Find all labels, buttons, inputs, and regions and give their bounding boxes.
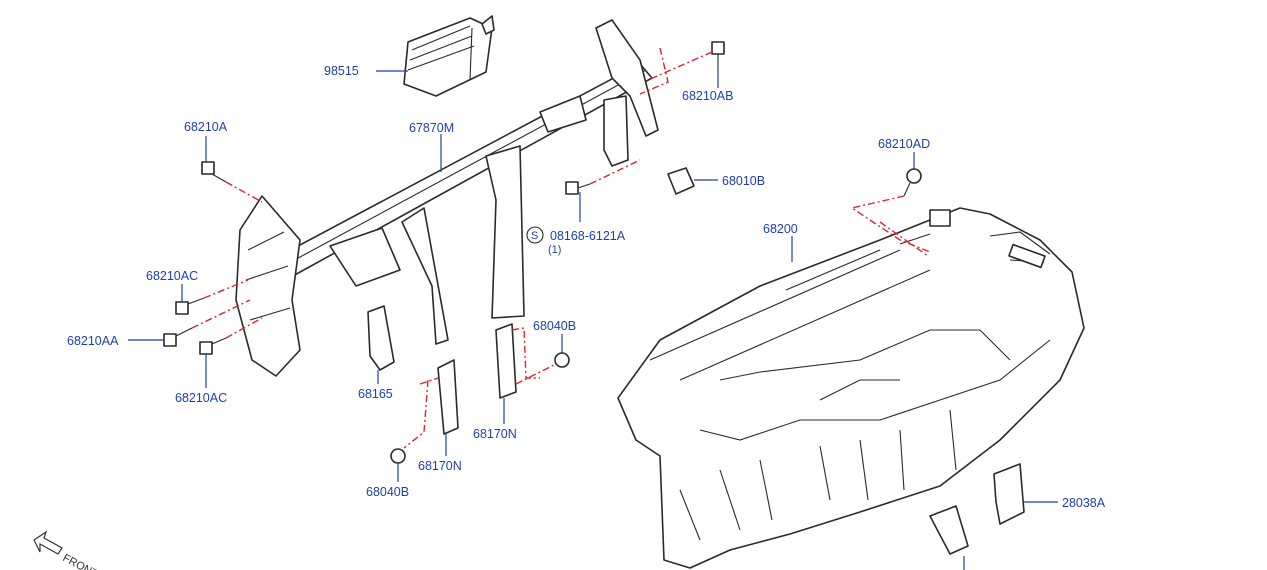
- label-68010B: 68010B: [722, 174, 765, 188]
- label-68170N-left: 68170N: [418, 459, 462, 473]
- dash-68210AC-bottom: [225, 317, 263, 339]
- label-98515: 98515: [324, 64, 359, 78]
- bracket-28038A: [929, 463, 1025, 555]
- front-arrow-icon: [33, 530, 63, 555]
- label-08168-qty: (1): [548, 244, 561, 256]
- standard-part-symbol: [526, 226, 544, 244]
- bracket-68165: [367, 305, 395, 371]
- label-68210AC-bottom: 68210AC: [175, 391, 227, 405]
- label-68210A: 68210A: [184, 120, 228, 134]
- steering-member: [235, 19, 659, 377]
- dash-68210AB: [639, 47, 713, 95]
- nut-68040B-right: [554, 352, 570, 368]
- label-68040B-right: 68040B: [533, 319, 576, 333]
- label-68210AC-top: 68210AC: [146, 269, 198, 283]
- bolt-68210AB: [711, 41, 725, 70]
- dash-08168: [589, 159, 641, 185]
- bolt-68210A: [201, 161, 227, 183]
- nut-68040B-left: [390, 448, 406, 464]
- airbag-module: [403, 15, 495, 97]
- dash-68210AA: [191, 299, 251, 329]
- label-68210AA: 68210AA: [67, 334, 119, 348]
- dash-68210AD: [850, 195, 931, 257]
- bolt-68210AC-bottom: [199, 337, 227, 355]
- dash-68170N-right: [511, 327, 557, 385]
- label-28038A: 28038A: [1062, 496, 1106, 510]
- bolt-68210AA: [163, 327, 193, 347]
- clip-68010B: [667, 167, 695, 195]
- label-68210AD: 68210AD: [878, 137, 930, 151]
- dash-68170N-left: [403, 377, 439, 449]
- dash-68210A: [225, 181, 263, 203]
- bolt-68210AD: [903, 168, 922, 197]
- label-68210AB: 68210AB: [682, 89, 733, 103]
- label-68165: 68165: [358, 387, 393, 401]
- label-08168-symbol: S: [531, 230, 538, 242]
- bolt-68210AC-top: [175, 297, 205, 315]
- label-front: FRONT: [61, 552, 100, 570]
- label-68040B-left: 68040B: [366, 485, 409, 499]
- instrument-panel: [617, 207, 1085, 569]
- label-08168-6121A: 08168-6121A: [550, 229, 626, 243]
- label-68170N-right: 68170N: [473, 427, 517, 441]
- bracket-68170N-left: [437, 359, 459, 435]
- label-67870M: 67870M: [409, 121, 454, 135]
- bracket-68170N-right: [495, 323, 517, 399]
- label-68200: 68200: [763, 222, 798, 236]
- bolt-08168: [565, 181, 591, 195]
